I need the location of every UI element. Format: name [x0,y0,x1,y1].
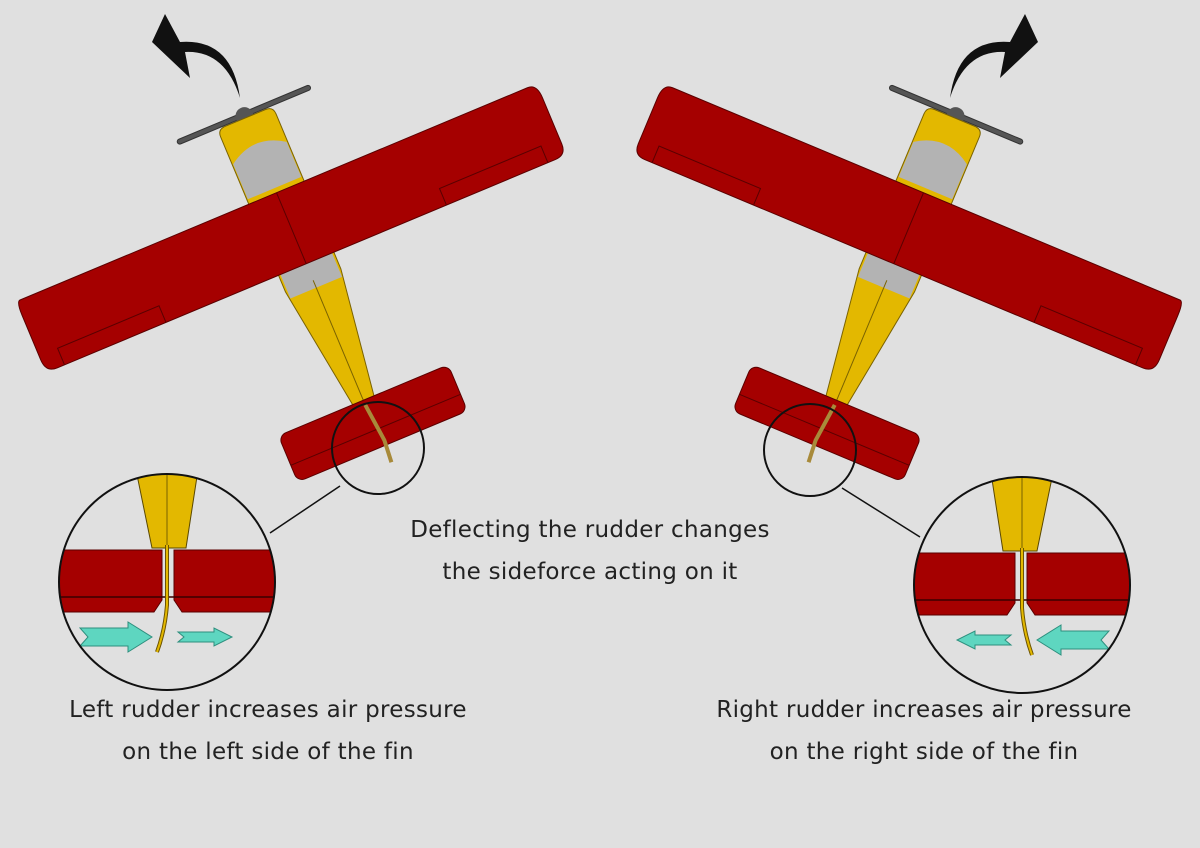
center-caption: Deflecting the rudder changes the sidefo… [390,509,790,593]
turn-left-arrow-icon [152,14,240,98]
right-airplane [548,0,1200,693]
turn-right-arrow-icon [950,14,1038,98]
right-rudder-highlight [763,403,857,497]
left-caption-line-1: Left rudder increases air pressure [69,697,467,723]
right-caption-line-2: on the right side of the fin [769,739,1079,765]
right-rudder-inset [899,473,1139,693]
center-caption-line-2: the sideforce acting on it [442,559,738,585]
left-caption-line-2: on the left side of the fin [122,739,414,765]
left-caption: Left rudder increases air pressure on th… [20,689,516,773]
center-caption-line-1: Deflecting the rudder changes [410,517,770,543]
left-rudder-highlight [331,401,425,495]
right-caption-line-1: Right rudder increases air pressure [716,697,1132,723]
right-caption: Right rudder increases air pressure on t… [676,689,1172,773]
left-rudder-inset [50,470,290,690]
left-airplane [0,0,652,690]
